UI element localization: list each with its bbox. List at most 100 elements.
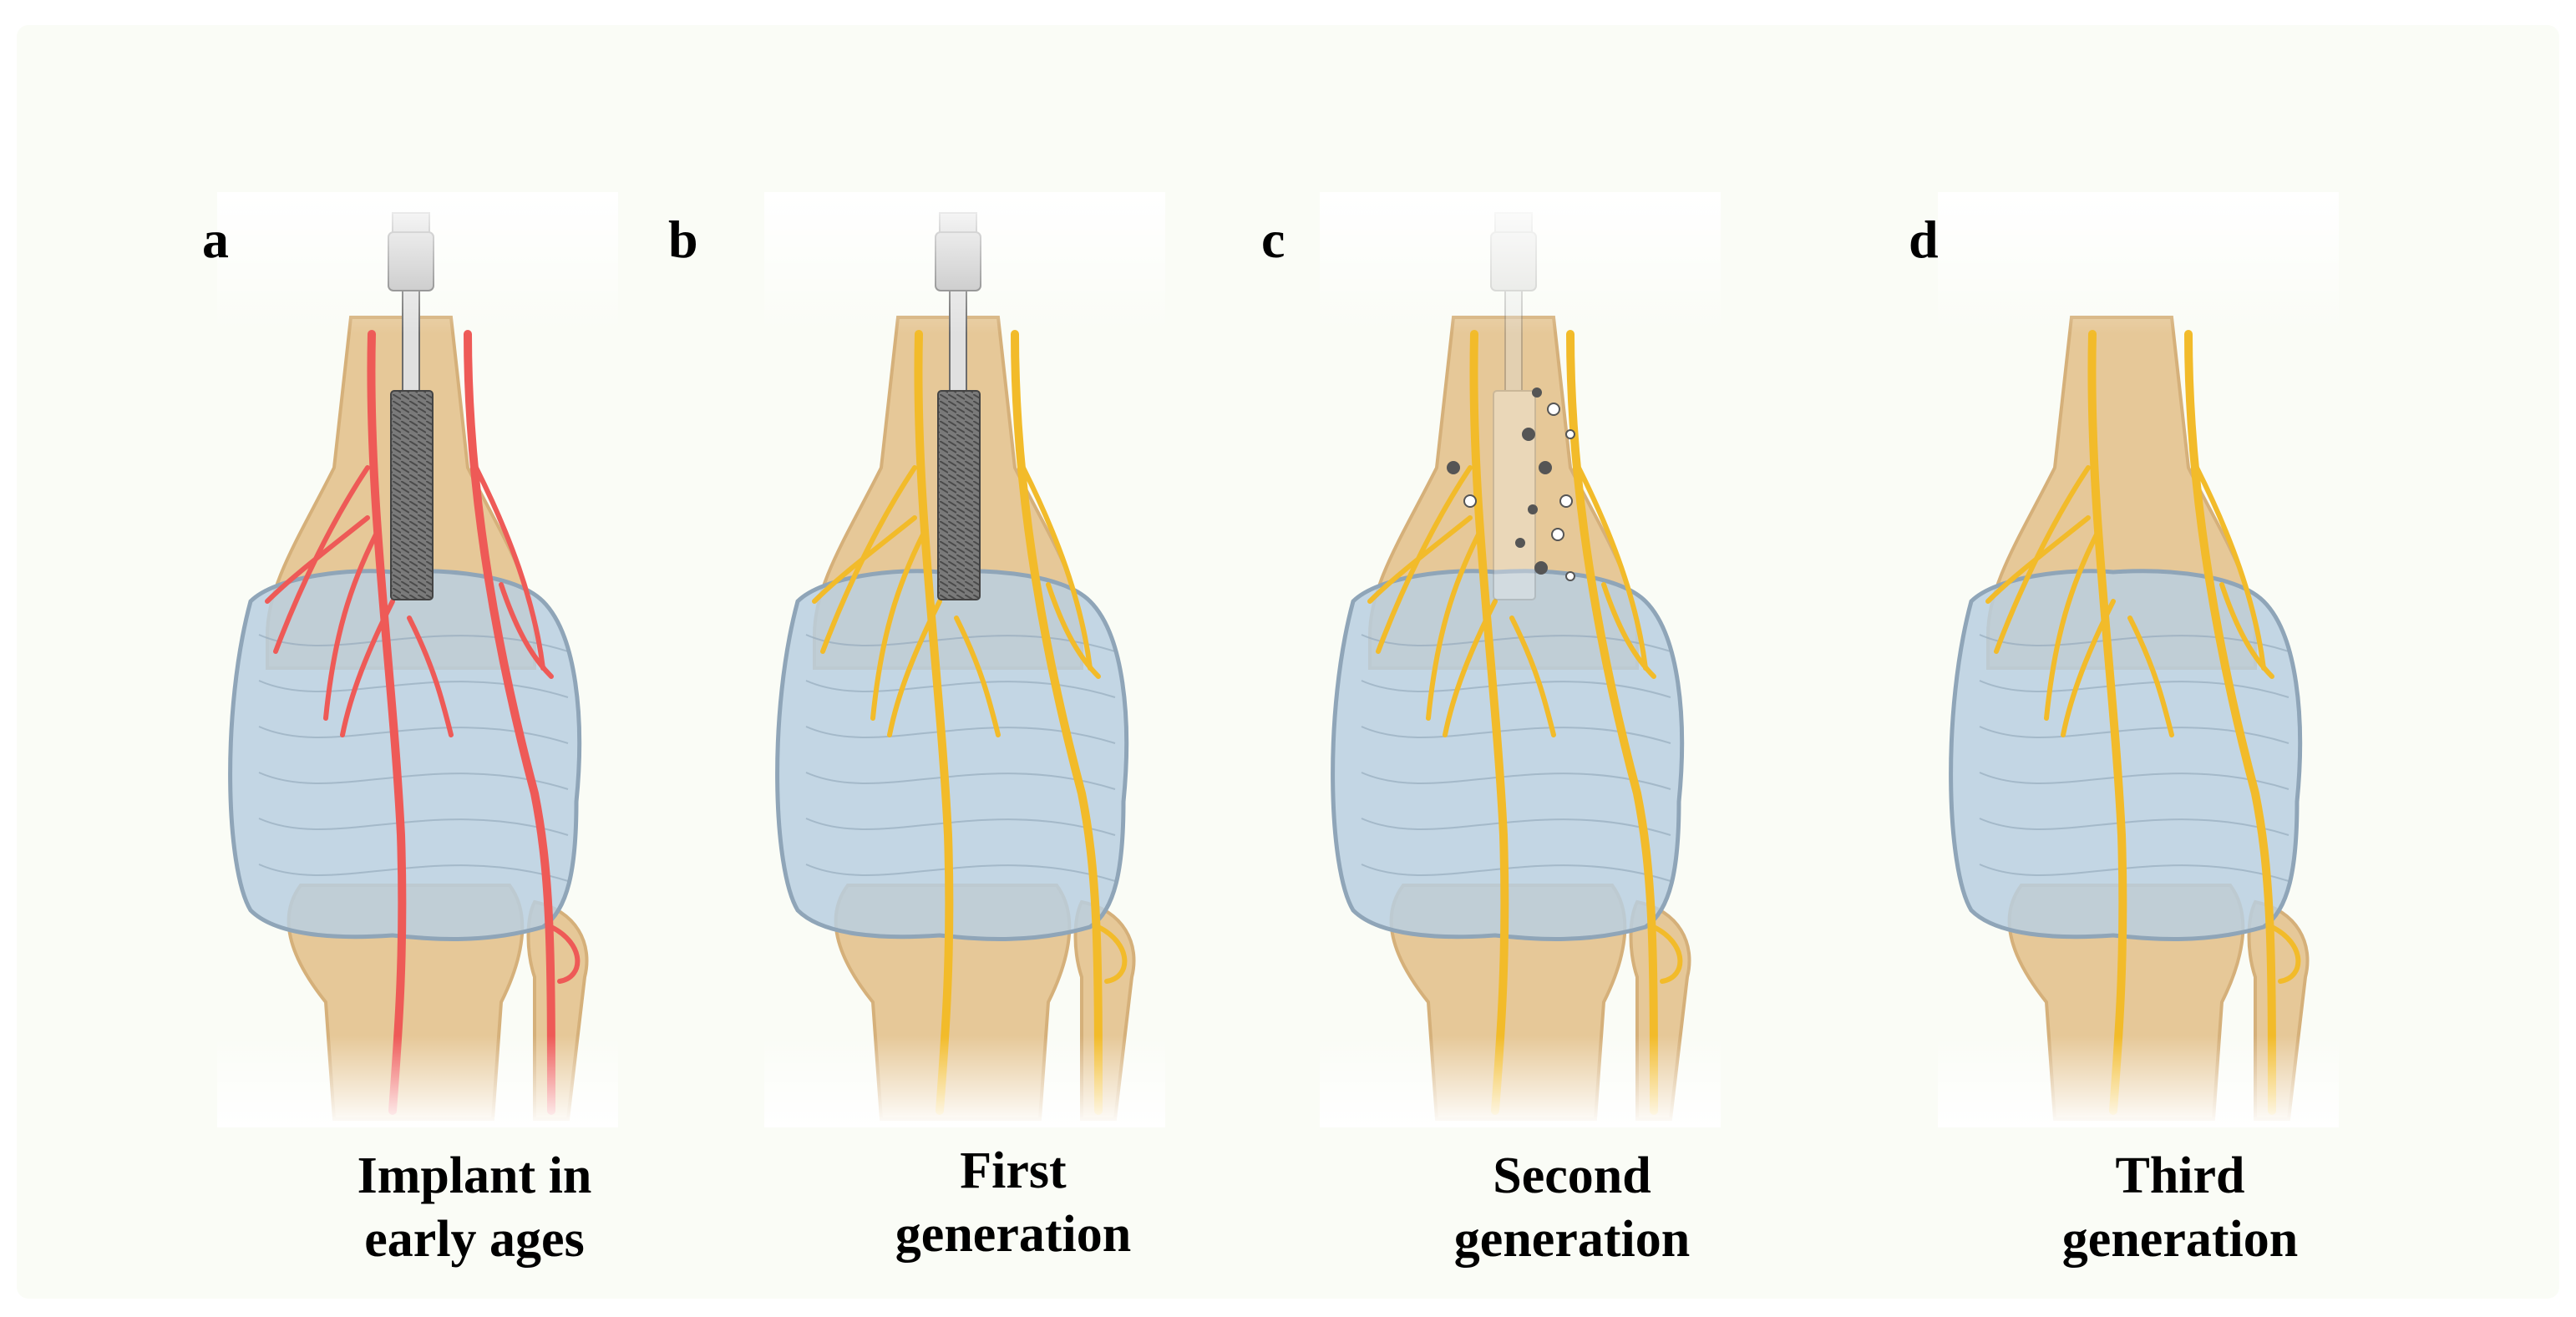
caption-line: First [960, 1142, 1067, 1199]
panel-letter-b: b [668, 210, 698, 269]
branch [1576, 465, 1648, 671]
branch [812, 515, 917, 604]
knee-panel-a [217, 192, 618, 1127]
caption-third-generation: Third generation [1988, 1144, 2372, 1271]
capsule-fibre [805, 864, 1116, 882]
main-trunk [914, 330, 954, 1115]
main-trunk [367, 330, 407, 1115]
fade-bottom [764, 1036, 1165, 1127]
scaffold-pore [1539, 461, 1552, 474]
fade-bottom [1320, 1036, 1721, 1127]
branch [1601, 582, 1656, 679]
scaffold-pore [1528, 504, 1538, 514]
capsule-fibre [805, 818, 1116, 836]
fade-top [1320, 192, 1721, 334]
capsule-fibre [805, 634, 1116, 652]
branch [954, 615, 1001, 737]
implant-screw [937, 390, 981, 600]
branch [1021, 465, 1093, 671]
branch-hook [2269, 924, 2301, 984]
caption-line: Third [2115, 1147, 2245, 1204]
branch [2194, 465, 2266, 671]
panel-letter-d: d [1909, 210, 1939, 269]
branch [265, 515, 370, 604]
branch [1443, 599, 1498, 737]
main-trunk [1469, 330, 1509, 1115]
fade-bottom [1938, 1036, 2339, 1127]
scaffold-pore [1447, 461, 1460, 474]
caption-line: early ages [364, 1211, 585, 1268]
branch [1376, 465, 1473, 654]
branch [1509, 615, 1556, 737]
capsule-fibre [1361, 634, 1671, 652]
knee-panel-d [1938, 192, 2339, 1127]
scaffold-pore [1534, 561, 1548, 575]
capsule-fibre [258, 634, 569, 652]
scaffold-pore [1515, 538, 1525, 548]
branch [474, 465, 545, 671]
main-trunk [1011, 330, 1103, 1115]
branch [1046, 582, 1101, 679]
fade-top [217, 192, 618, 334]
scaffold-pore [1547, 403, 1560, 416]
capsule-fibre [1361, 818, 1671, 836]
scaffold-pore [1565, 571, 1575, 581]
branch [820, 465, 917, 654]
branch [323, 532, 378, 721]
main-trunk [2184, 330, 2276, 1115]
capsule-fibre [1979, 772, 2289, 790]
branch [1994, 465, 2091, 654]
capsule-fibre [1361, 864, 1671, 882]
scaffold-pore [1559, 494, 1573, 508]
caption-line: generation [895, 1206, 1132, 1263]
branch-hook [549, 924, 581, 984]
branch [1367, 515, 1473, 604]
figure-background [17, 25, 2559, 1299]
main-trunk [464, 330, 555, 1115]
capsule-fibre [258, 772, 569, 790]
branch [2044, 532, 2099, 721]
fade-top [1938, 192, 2339, 334]
branch-hook [1096, 924, 1128, 984]
branch-hook [1651, 924, 1683, 984]
implant-screw [390, 390, 434, 600]
branch [340, 599, 395, 737]
caption-first-generation: First generation [821, 1139, 1205, 1266]
capsule-fibre [1979, 864, 2289, 882]
branch [887, 599, 942, 737]
capsule-fibre [1361, 772, 1671, 790]
capsule-fibre [258, 818, 569, 836]
scaffold-pore [1463, 494, 1477, 508]
branch [273, 465, 370, 654]
scaffold-pore [1565, 429, 1575, 439]
branch [2219, 582, 2274, 679]
scaffold-pore [1551, 528, 1564, 541]
main-trunk [2087, 330, 2127, 1115]
joint-capsule [1331, 569, 1685, 941]
capsule-fibre [1979, 818, 2289, 836]
implant-porous-body [1493, 390, 1536, 600]
branch [2061, 599, 2116, 737]
capsule-fibre [258, 864, 569, 882]
panel-letter-c: c [1261, 210, 1285, 269]
branch [2127, 615, 2174, 737]
caption-line: Second [1493, 1147, 1651, 1204]
caption-second-generation: Second generation [1380, 1144, 1764, 1271]
scaffold-pore [1522, 428, 1535, 441]
knee-panel-c [1320, 192, 1721, 1127]
panel-letter-a: a [202, 210, 229, 269]
branch [1985, 515, 2091, 604]
branch [1426, 532, 1481, 721]
fade-top [764, 192, 1165, 334]
capsule-fibre [1979, 634, 2289, 652]
branch [407, 615, 454, 737]
caption-line: generation [2061, 1211, 2299, 1268]
branch [499, 582, 554, 679]
caption-implant-early-ages: Implant in early ages [282, 1144, 667, 1271]
caption-line: generation [1453, 1211, 1691, 1268]
fade-bottom [217, 1036, 618, 1127]
branch [870, 532, 925, 721]
capsule-fibre [805, 772, 1116, 790]
